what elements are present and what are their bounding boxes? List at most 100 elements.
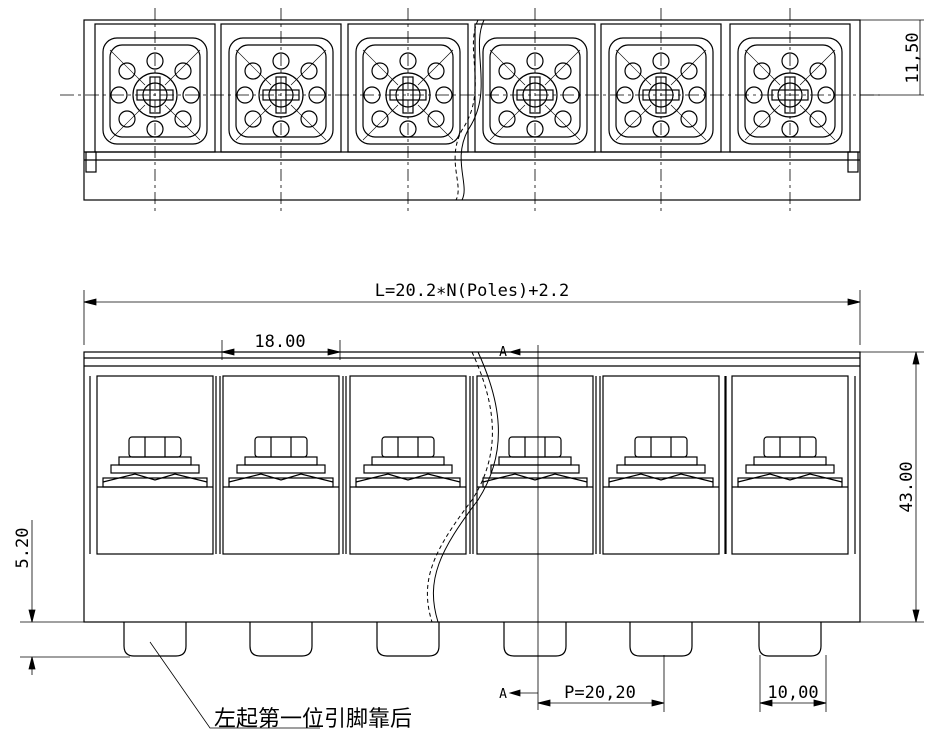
note-leader [149,641,320,729]
hex-nut [128,436,182,458]
boss-circle [809,110,827,128]
diag-line [235,104,272,141]
front-view [83,351,861,657]
boss-circle [146,52,164,70]
pin [123,622,187,657]
pin [758,622,822,657]
diag-line [544,49,581,86]
terminal-base [608,477,714,488]
pin [503,622,567,657]
boss-circle [490,86,508,104]
terminal-base [737,477,843,488]
boss-circle [371,62,389,80]
diag-line [670,104,707,141]
top-terminal-cell [474,8,596,212]
diag-line [235,49,272,86]
hex-nut [254,436,308,458]
washer [118,456,192,466]
clamp-plate [236,464,326,474]
boss-circle [526,52,544,70]
section-marker-top: A [499,345,507,360]
boss-circle [174,62,192,80]
boss-circle [308,86,326,104]
section-marker-bottom: A [499,687,507,702]
diag-line [164,49,201,86]
clamp-plate [490,464,580,474]
boss-circle [652,120,670,138]
boss-circle [435,86,453,104]
diag-line [290,104,327,141]
boss-circle [624,62,642,80]
clamp-spring [737,473,843,483]
boss-circle [427,110,445,128]
diag-line [615,49,652,86]
top-terminal-cell [729,8,851,212]
clamp-spring [608,473,714,483]
boss-circle [300,110,318,128]
front-terminal-cell [342,375,474,555]
boss-circle [809,62,827,80]
hex-nut [381,436,435,458]
boss-circle [174,110,192,128]
clamp-plate [363,464,453,474]
dim-pin-width [759,655,827,712]
boss-circle [554,110,572,128]
boss-circle [781,52,799,70]
clamp-plate [110,464,200,474]
clamp-spring [102,473,208,483]
boss-circle [118,110,136,128]
diag-line [109,49,146,86]
dim-height-label: 43.00 [897,461,917,512]
dim-top-height [860,19,924,96]
boss-circle [363,86,381,104]
diag-line [615,104,652,141]
boss-circle [272,52,290,70]
clamp-plate [745,464,835,474]
boss-circle [781,120,799,138]
boss-circle [244,110,262,128]
top-view [60,8,880,212]
boss-circle [554,62,572,80]
top-end-tab [85,151,97,173]
cell-window [349,375,467,555]
boss-circle [817,86,835,104]
pin [249,622,313,657]
front-terminal-cell [89,375,221,555]
boss-circle [498,110,516,128]
hex-nut [634,436,688,458]
hex-nut [508,436,562,458]
clamp-spring [355,473,461,483]
boss-circle [616,86,634,104]
boss-circle [624,110,642,128]
pin-note: 左起第一位引脚靠后 [214,707,412,732]
boss-circle [498,62,516,80]
boss-circle [118,62,136,80]
pin [629,622,693,657]
diag-line [109,104,146,141]
boss-circle [110,86,128,104]
cell-window [602,375,720,555]
top-end-tab [847,151,859,173]
diag-line [417,104,454,141]
washer [371,456,445,466]
top-body-outline [83,19,861,201]
boss-circle [688,86,706,104]
boss-circle [753,110,771,128]
terminal-base [228,477,334,488]
top-terminal-cell [94,8,216,212]
top-terminal-cell [347,8,469,212]
boss-circle [399,120,417,138]
diag-line [362,104,399,141]
dim-length-label: L=20.2∗N(Poles)+2.2 [375,281,569,301]
diag-line [489,104,526,141]
pin [376,622,440,657]
boss-circle [526,120,544,138]
boss-circle [427,62,445,80]
washer [244,456,318,466]
cell-window [222,375,340,555]
cell-window [731,375,849,555]
terminal-base [355,477,461,488]
boss-circle [562,86,580,104]
cell-window [476,375,594,555]
boss-circle [244,62,262,80]
